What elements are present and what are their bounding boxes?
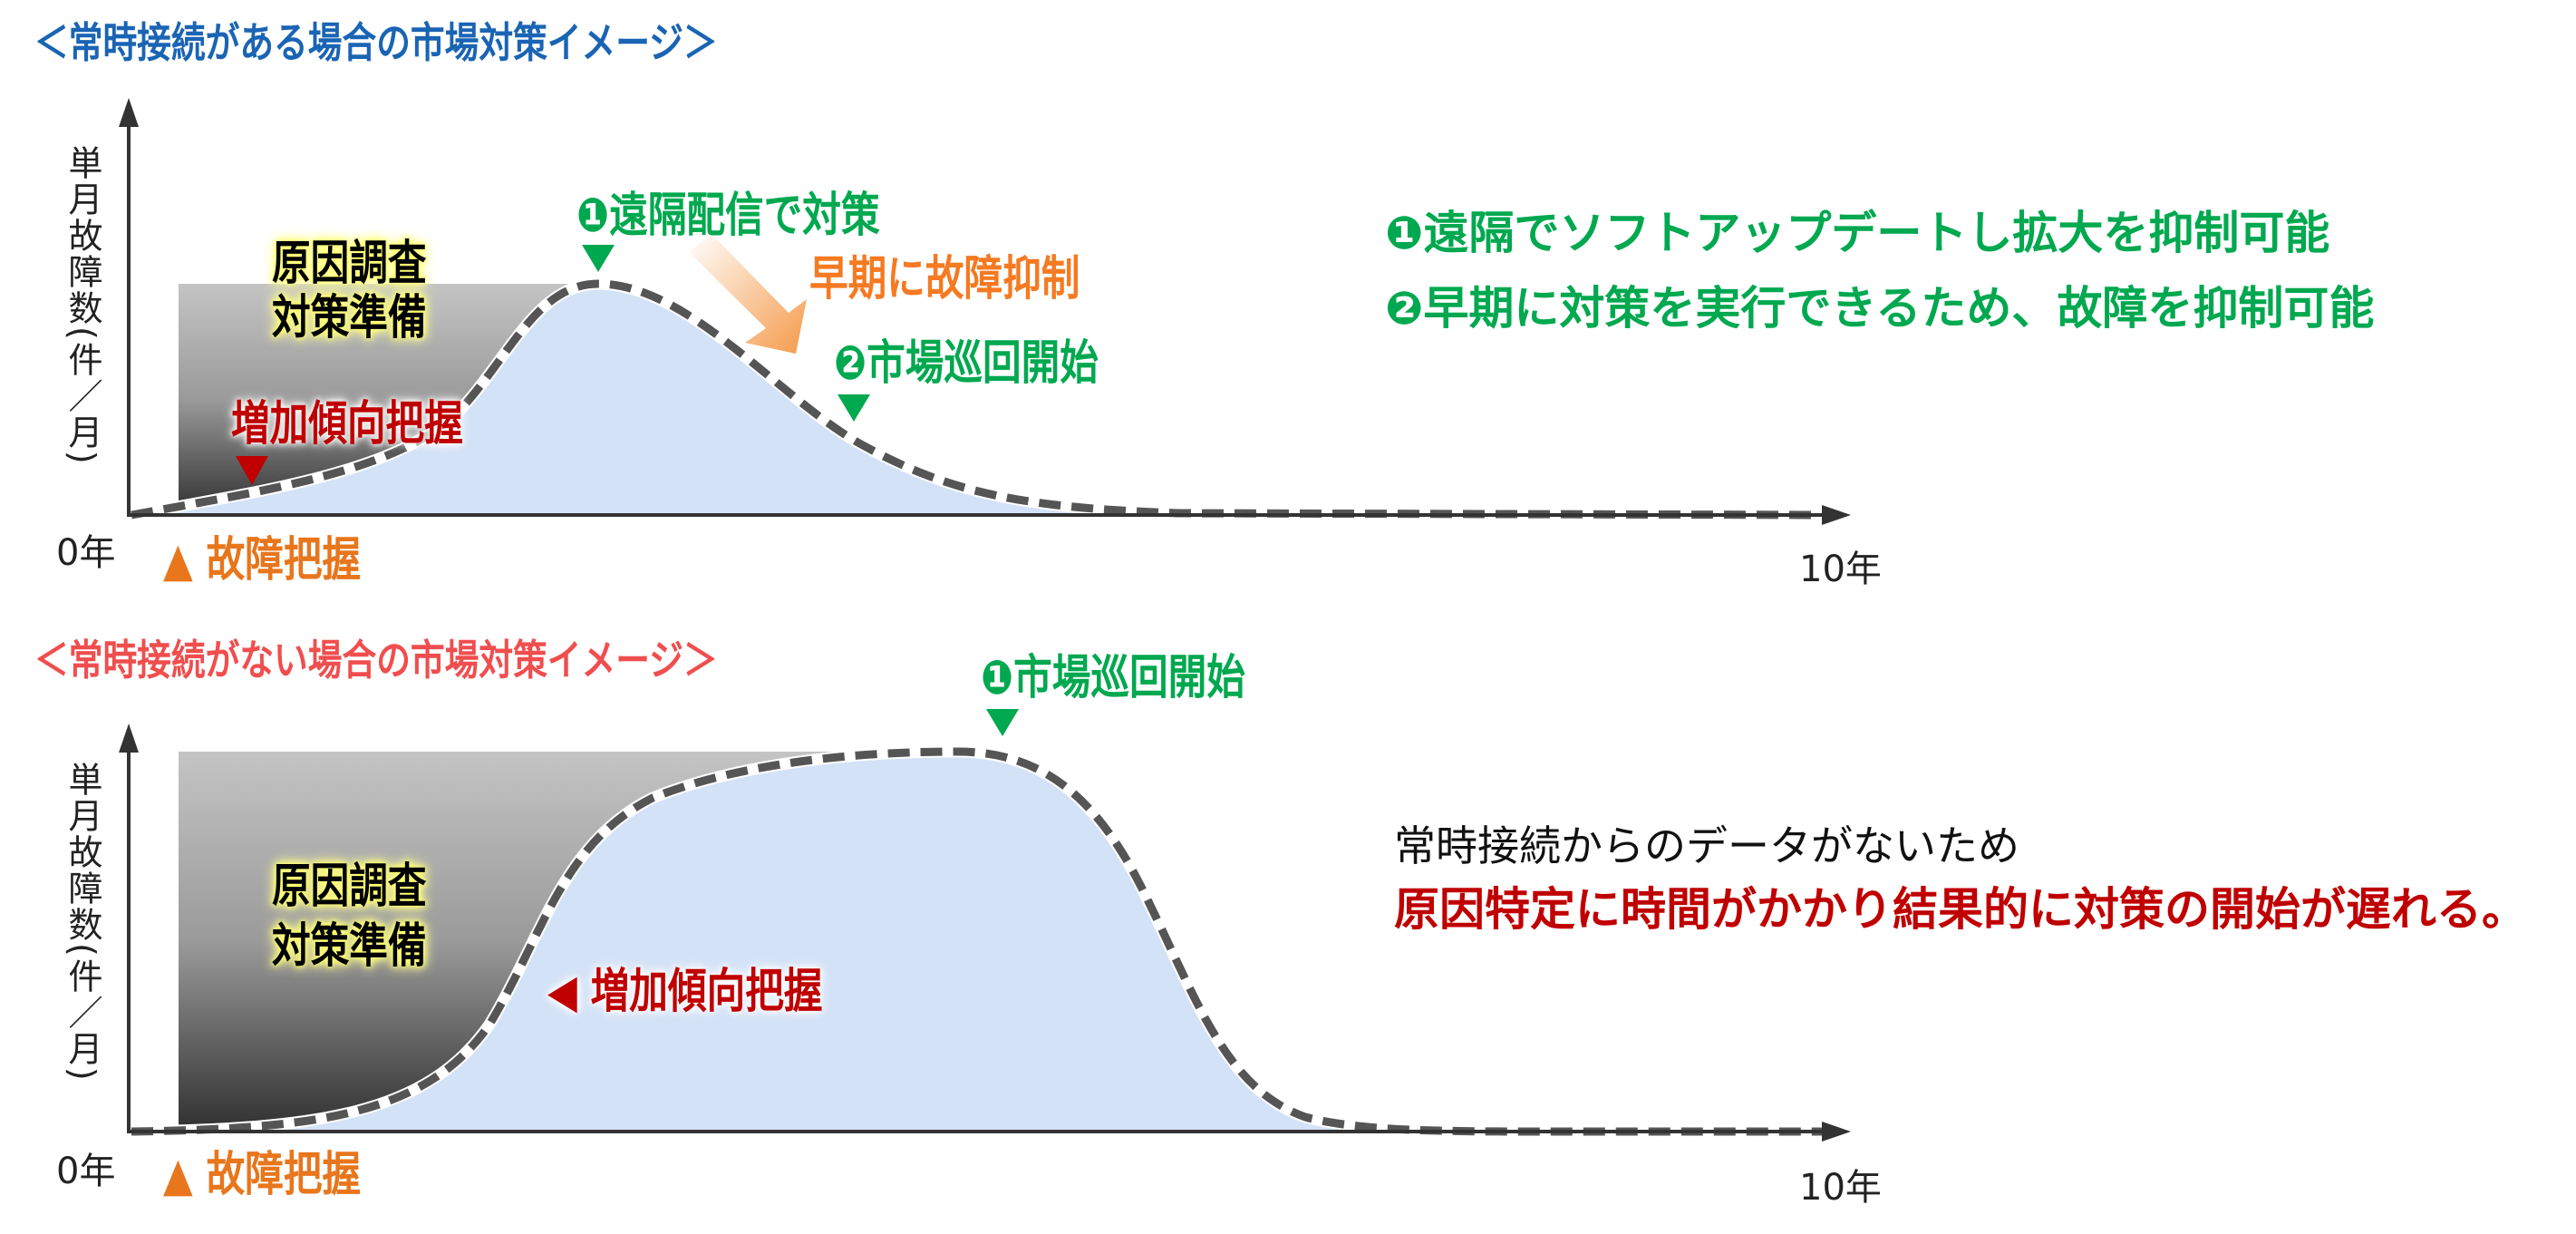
trend-detection-label: 増加傾向把握 bbox=[231, 397, 463, 452]
fault-detection-label: ▲ 故障把握 bbox=[163, 1148, 362, 1202]
market-patrol-label: ❶市場巡回開始 bbox=[981, 651, 1245, 705]
x-axis-arrowhead bbox=[1822, 1122, 1851, 1142]
benefit-note-2: ❷早期に対策を実行できるため、故障を抑制可能 bbox=[1385, 282, 2375, 335]
x-axis-arrowhead bbox=[1822, 505, 1851, 525]
market-patrol-triangle-icon bbox=[986, 709, 1019, 736]
trend-detection-label: ◀ 増加傾向把握 bbox=[547, 965, 823, 1019]
x-axis-end-label: 10年 bbox=[1799, 1167, 1882, 1209]
failure-curve bbox=[131, 279, 1832, 520]
top-section-title: ＜常時接続がある場合の市場対策イメージ＞ bbox=[34, 18, 718, 67]
fault-detection-label: ▲ 故障把握 bbox=[163, 533, 362, 588]
y-axis-arrowhead bbox=[119, 724, 139, 753]
early-suppression-label: 早期に故障抑制 bbox=[809, 252, 1080, 306]
suppression-arrow bbox=[689, 234, 807, 354]
investigation-label-line2: 対策準備 bbox=[272, 291, 427, 345]
x-axis-end-label: 10年 bbox=[1799, 549, 1882, 590]
remote-action-label: ❶遠隔配信で対策 bbox=[576, 189, 880, 243]
benefit-note-1: ❶遠隔でソフトアップデートし拡大を抑制可能 bbox=[1385, 207, 2330, 259]
x-axis-start-label: 0年 bbox=[56, 532, 116, 574]
market-patrol-label: ❷市場巡回開始 bbox=[834, 336, 1099, 391]
failure-curve bbox=[131, 747, 1831, 1136]
x-axis-start-label: 0年 bbox=[56, 1151, 116, 1192]
market-patrol-triangle-icon bbox=[838, 394, 870, 422]
trend-marker-triangle-icon bbox=[236, 456, 268, 485]
investigation-label-line2: 対策準備 bbox=[272, 919, 427, 974]
y-axis-arrowhead bbox=[119, 98, 139, 127]
remote-action-triangle-icon bbox=[582, 245, 615, 272]
investigation-label-line1: 原因調査 bbox=[272, 237, 427, 291]
y-axis-label: 単月故障数(件／月) bbox=[63, 762, 102, 1083]
delay-note-line1: 常時接続からのデータがないため bbox=[1394, 821, 2019, 870]
y-axis-label: 単月故障数(件／月) bbox=[63, 145, 102, 466]
bottom-section-title: ＜常時接続がない場合の市場対策イメージ＞ bbox=[34, 636, 718, 685]
investigation-label-line1: 原因調査 bbox=[272, 860, 427, 914]
delay-note-line2: 原因特定に時間がかかり結果的に対策の開始が遅れる。 bbox=[1394, 883, 2527, 936]
